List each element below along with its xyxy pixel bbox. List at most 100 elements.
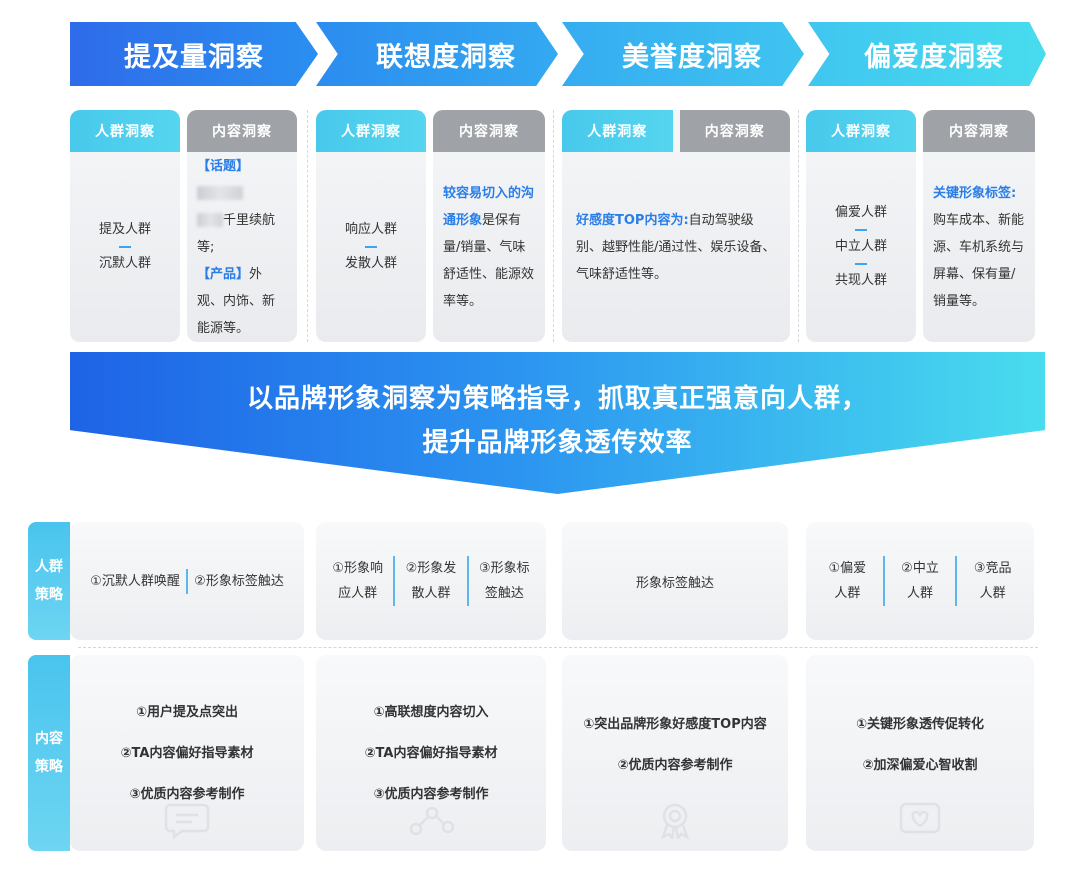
strategy-item: 形象标签触达 <box>635 575 714 591</box>
people-segment: 共现人群 <box>834 273 887 288</box>
strategy-item: ③优质内容参考制作 <box>129 786 245 802</box>
col1-content-card: 内容洞察 【话题】 千里续航等; 【产品】外观、内饰、新能源等。 <box>187 110 297 342</box>
col1-people-card: 人群洞察 提及人群 沉默人群 <box>70 110 180 342</box>
dash-divider <box>119 246 131 248</box>
product-text: 外观、内饰、新能源等。 <box>197 266 276 336</box>
col2-content-card: 内容洞察 较容易切入的沟通形象是保有量/销量、气味舒适性、能源效率等。 <box>433 110 545 342</box>
people-insight-tab: 人群洞察 <box>70 110 180 152</box>
dash-divider <box>855 229 867 231</box>
side-label-line: 策略 <box>35 759 63 775</box>
highlight-text: 关键形象标签: <box>933 185 1017 201</box>
people-insight-tab: 人群洞察 <box>316 110 426 152</box>
col2-people-card: 人群洞察 响应人群 发散人群 <box>316 110 426 342</box>
body-text: 购车成本、新能源、车机系统与屏幕、保有量/销量等。 <box>933 212 1025 309</box>
side-label-line: 人群 <box>35 559 63 575</box>
content-strategy-card-1: ①用户提及点突出 ②TA内容偏好指导素材 ③优质内容参考制作 <box>70 655 304 851</box>
strategy-line: ③形象标 <box>478 561 530 576</box>
strategy-item: ①偏爱人群 <box>812 556 883 606</box>
strategy-item: ①高联想度内容切入 <box>373 704 489 720</box>
dash-divider <box>855 263 867 265</box>
strategy-line: 人群 <box>979 586 1006 601</box>
strategy-item: ②形象发散人群 <box>393 556 466 606</box>
col3-card: 人群洞察 内容洞察 好感度TOP内容为:自动驾驶级别、越野性能/通过性、娱乐设备… <box>562 110 790 342</box>
strategy-item: ②中立人群 <box>882 556 956 606</box>
content-strategy-card-4: ①关键形象透传促转化 ②加深偏爱心智收割 <box>806 655 1034 851</box>
people-segment: 沉默人群 <box>98 256 151 271</box>
strategy-item: ①用户提及点突出 <box>135 704 238 720</box>
people-segment: 响应人群 <box>344 222 397 237</box>
people-strategy-card-1: ①沉默人群唤醒 ②形象标签触达 <box>70 522 304 640</box>
strategy-line: 人群 <box>834 586 861 601</box>
step-label: 偏爱度洞察 <box>864 41 1004 73</box>
col4-content-card: 内容洞察 关键形象标签: 购车成本、新能源、车机系统与屏幕、保有量/销量等。 <box>923 110 1035 342</box>
strategy-line: ①偏爱 <box>828 561 867 576</box>
strategy-line: 应人群 <box>338 586 378 601</box>
people-insight-tab: 人群洞察 <box>806 110 916 152</box>
section-divider <box>78 647 1038 648</box>
highlight-text: 好感度TOP内容为: <box>576 212 689 228</box>
highlight-text: 较容易切入的沟通形象 <box>443 185 535 228</box>
product-tag: 【产品】 <box>197 266 250 282</box>
people-segment: 偏爱人群 <box>834 205 887 220</box>
strategy-item: ③形象标签触达 <box>466 556 540 606</box>
strategy-item: ②形象标签触达 <box>186 568 290 594</box>
column-divider <box>307 110 308 342</box>
blurred-text <box>197 186 243 200</box>
side-label-line: 内容 <box>35 731 63 747</box>
strategy-line: 签触达 <box>484 586 524 601</box>
col4-people-card: 人群洞察 偏爱人群 中立人群 共现人群 <box>806 110 916 342</box>
blurred-text <box>197 213 223 227</box>
step-association-insight: 联想度洞察 <box>316 22 558 86</box>
strategy-item: ②TA内容偏好指导素材 <box>120 745 254 761</box>
strategy-line: 人群 <box>907 586 934 601</box>
dash-divider <box>365 246 377 248</box>
banner-line-1: 以品牌形象洞察为策略指导，抓取真正强意向人群， <box>246 384 868 414</box>
people-segment: 中立人群 <box>834 239 887 254</box>
share-nodes-icon <box>409 806 454 836</box>
people-insight-tab: 人群洞察 <box>562 110 673 152</box>
strategy-item: ②优质内容参考制作 <box>617 758 733 773</box>
strategy-item: ①关键形象透传促转化 <box>855 717 984 732</box>
strategy-item: ③优质内容参考制作 <box>373 786 489 802</box>
banner-line-2: 提升品牌形象透传效率 <box>422 428 693 458</box>
strategy-item: ①突出品牌形象好感度TOP内容 <box>583 717 767 732</box>
content-insight-tab: 内容洞察 <box>679 110 790 152</box>
people-strategy-card-3: 形象标签触达 <box>562 522 788 640</box>
content-insight-tab: 内容洞察 <box>187 110 297 152</box>
content-insight-tab: 内容洞察 <box>923 110 1035 152</box>
people-segment: 提及人群 <box>98 222 151 237</box>
chat-bubble-icon <box>164 803 210 839</box>
step-label: 提及量洞察 <box>124 41 264 73</box>
strategy-item: ③竞品人群 <box>955 556 1028 606</box>
step-label: 美誉度洞察 <box>622 41 762 73</box>
strategy-line: ②形象发 <box>405 561 457 576</box>
step-reputation-insight: 美誉度洞察 <box>562 22 804 86</box>
people-strategy-card-2: ①形象响应人群 ②形象发散人群 ③形象标签触达 <box>316 522 546 640</box>
content-insight-tab: 内容洞察 <box>433 110 545 152</box>
body-text: 自动驾驶级别、越野性能/通过性、娱乐设备、气味舒适性等。 <box>576 212 776 282</box>
strategy-line: ③竞品 <box>973 561 1012 576</box>
award-badge-icon <box>661 803 689 839</box>
topic-text: 千里续航等; <box>197 212 276 255</box>
people-strategy-card-4: ①偏爱人群 ②中立人群 ③竞品人群 <box>806 522 1034 640</box>
column-divider <box>798 110 799 342</box>
people-segment: 发散人群 <box>344 256 397 271</box>
step-preference-insight: 偏爱度洞察 <box>808 22 1046 86</box>
strategy-line: ②中立 <box>901 561 939 576</box>
strategy-item: ①形象响应人群 <box>322 556 393 606</box>
content-text: 【话题】 千里续航等; 【产品】外观、内饰、新能源等。 <box>187 153 297 342</box>
strategy-line: 散人群 <box>411 586 451 601</box>
strategy-item: ②TA内容偏好指导素材 <box>364 745 498 761</box>
strategy-item: ②加深偏爱心智收割 <box>862 758 978 773</box>
content-strategy-card-3: ①突出品牌形象好感度TOP内容 ②优质内容参考制作 <box>562 655 788 851</box>
content-strategy-card-2: ①高联想度内容切入 ②TA内容偏好指导素材 ③优质内容参考制作 <box>316 655 546 851</box>
step-label: 联想度洞察 <box>376 41 516 73</box>
strategy-line: ①形象响 <box>332 561 383 576</box>
topic-tag: 【话题】 <box>197 158 250 174</box>
side-label-people-strategy: 人群 策略 <box>28 522 70 640</box>
body-text: 是保有量/销量、气味舒适性、能源效率等。 <box>443 212 535 309</box>
content-text: 关键形象标签: 购车成本、新能源、车机系统与屏幕、保有量/销量等。 <box>923 180 1035 315</box>
content-text: 好感度TOP内容为:自动驾驶级别、越野性能/通过性、娱乐设备、气味舒适性等。 <box>562 207 790 288</box>
content-text: 较容易切入的沟通形象是保有量/销量、气味舒适性、能源效率等。 <box>433 180 545 315</box>
heart-message-icon <box>899 802 941 834</box>
